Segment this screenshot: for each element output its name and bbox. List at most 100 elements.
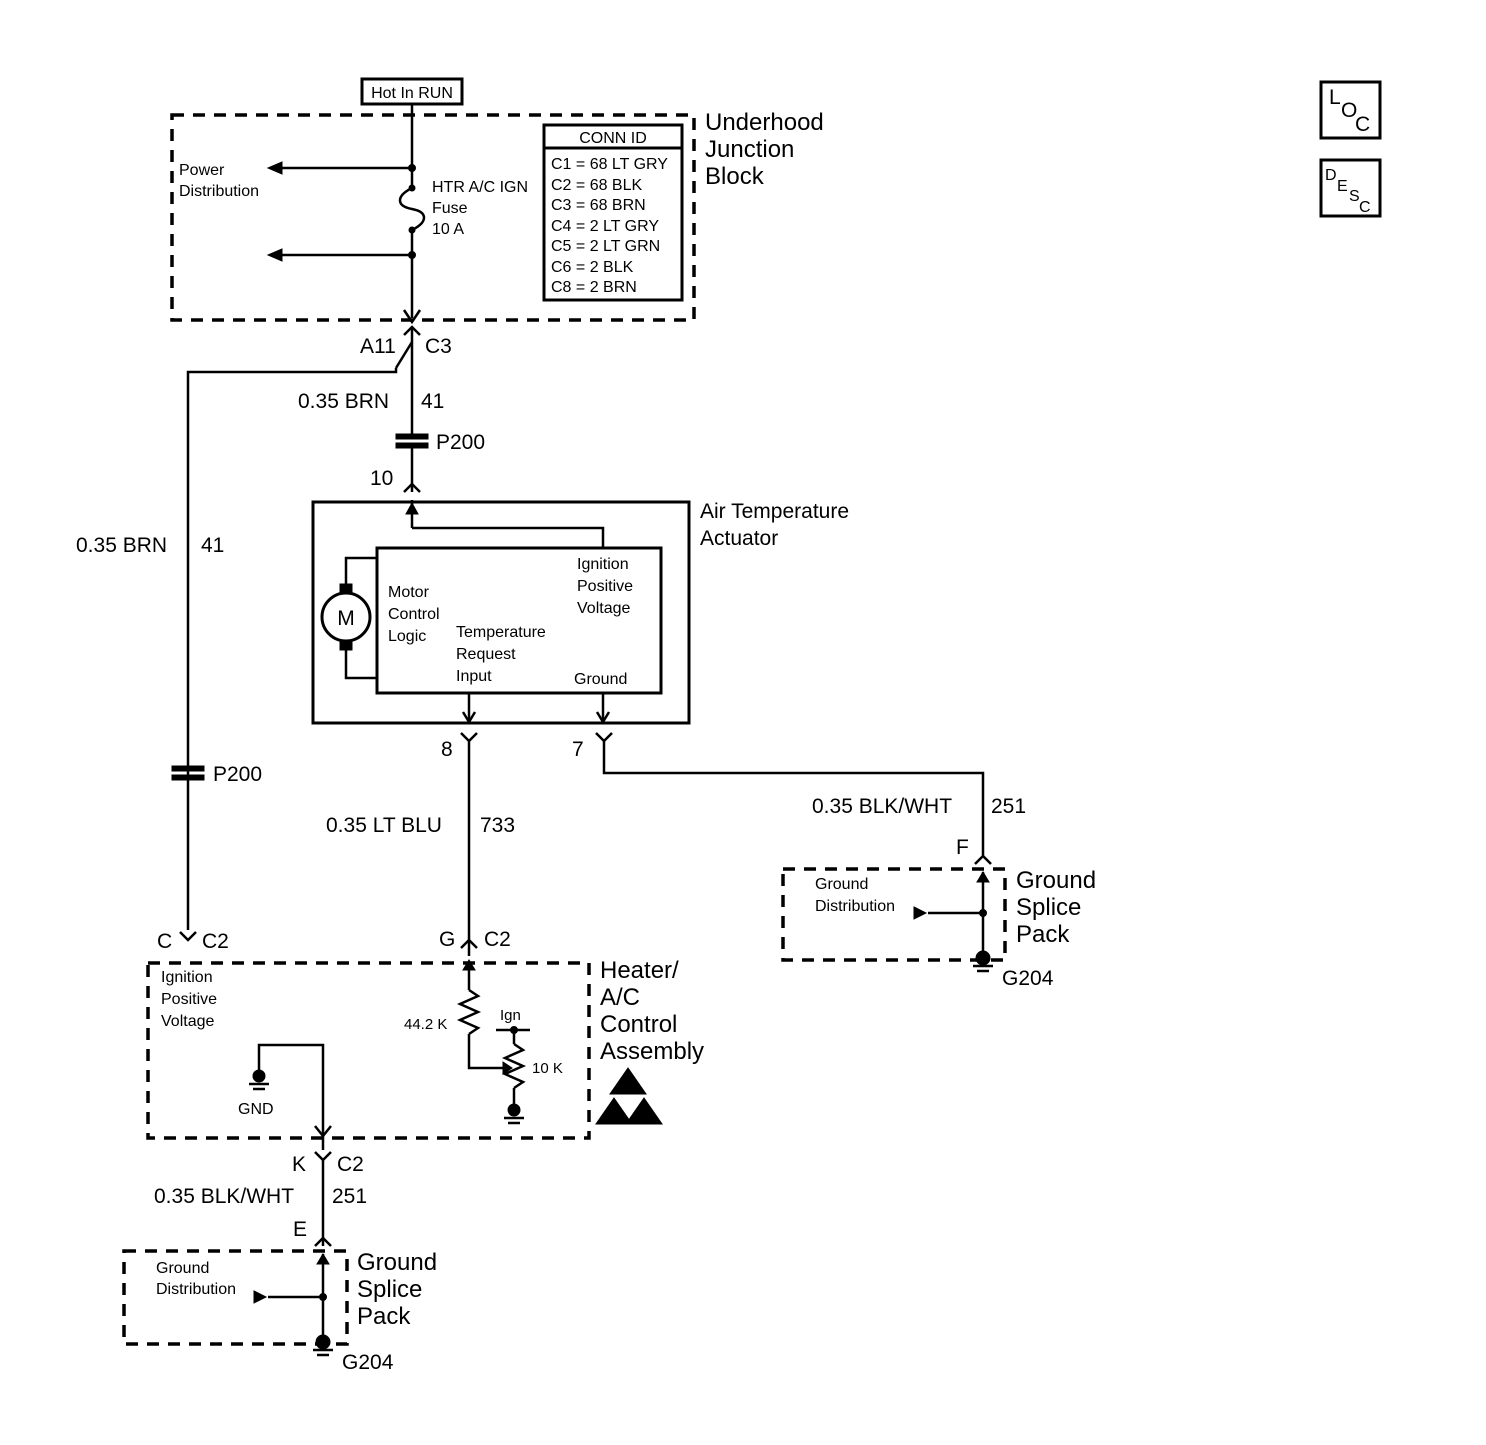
underhood-junction-block: Underhood Junction Block Power Distribut… bbox=[170, 104, 824, 322]
svg-text:C4 = 2 LT GRY: C4 = 2 LT GRY bbox=[551, 218, 659, 235]
svg-text:44.2 K: 44.2 K bbox=[404, 1016, 447, 1033]
svg-text:C5 = 2 LT GRN: C5 = 2 LT GRN bbox=[551, 238, 660, 255]
svg-text:Ign: Ign bbox=[500, 1007, 521, 1024]
svg-text:Pack: Pack bbox=[357, 1303, 411, 1330]
svg-text:251: 251 bbox=[991, 795, 1026, 818]
heater-ac-control-assembly: Heater/ A/C Control Assembly C C2 G C2 I… bbox=[146, 928, 704, 1150]
svg-text:G: G bbox=[439, 928, 455, 951]
svg-text:Distribution: Distribution bbox=[815, 898, 895, 915]
svg-text:Temperature: Temperature bbox=[456, 624, 546, 641]
svg-text:K: K bbox=[292, 1153, 306, 1176]
svg-text:Positive: Positive bbox=[161, 991, 217, 1008]
svg-text:Junction: Junction bbox=[705, 136, 794, 163]
svg-text:Voltage: Voltage bbox=[161, 1013, 214, 1030]
esd-warning-icon bbox=[595, 1067, 663, 1125]
actuator-pins-8-7: 8 0.35 LT BLU 733 7 0.35 BLK/WHT 251 bbox=[326, 732, 1026, 956]
air-temperature-actuator: Air Temperature Actuator M Motor Control… bbox=[311, 500, 849, 725]
svg-text:Ignition: Ignition bbox=[577, 556, 629, 573]
svg-text:C8 = 2 BRN: C8 = 2 BRN bbox=[551, 279, 637, 296]
svg-text:Motor: Motor bbox=[388, 584, 430, 601]
p200-connector-top: P200 10 bbox=[370, 431, 485, 493]
svg-text:HTR A/C IGN: HTR A/C IGN bbox=[432, 179, 528, 196]
svg-text:0.35 LT BLU: 0.35 LT BLU bbox=[326, 814, 442, 837]
svg-text:10 K: 10 K bbox=[532, 1060, 563, 1077]
svg-text:10: 10 bbox=[370, 467, 393, 490]
svg-text:C: C bbox=[1355, 113, 1370, 136]
ground-splice-pack-bottom: Ground Splice Pack Ground Distribution G… bbox=[122, 1249, 437, 1374]
gnd-symbol-icon: GND bbox=[238, 1043, 332, 1150]
svg-text:C2: C2 bbox=[202, 930, 229, 953]
svg-text:F: F bbox=[956, 836, 969, 859]
svg-text:M: M bbox=[337, 607, 355, 630]
svg-text:Block: Block bbox=[705, 163, 765, 190]
svg-text:A/C: A/C bbox=[600, 984, 640, 1011]
svg-text:A11: A11 bbox=[360, 335, 396, 358]
svg-text:Fuse: Fuse bbox=[432, 200, 468, 217]
svg-text:0.35 BLK/WHT: 0.35 BLK/WHT bbox=[812, 795, 952, 818]
svg-text:C6 = 2 BLK: C6 = 2 BLK bbox=[551, 259, 634, 276]
connector-k-c2: K C2 0.35 BLK/WHT 251 E bbox=[154, 1151, 367, 1247]
svg-text:C3: C3 bbox=[425, 335, 452, 358]
svg-text:Distribution: Distribution bbox=[179, 183, 259, 200]
svg-text:Splice: Splice bbox=[1016, 894, 1081, 921]
p200-connector-left: P200 0.35 BRN 41 bbox=[76, 534, 262, 786]
svg-text:L: L bbox=[1329, 86, 1341, 109]
svg-text:C2: C2 bbox=[337, 1153, 364, 1176]
svg-text:733: 733 bbox=[480, 814, 515, 837]
svg-text:D: D bbox=[1325, 167, 1337, 184]
desc-icon[interactable]: D E S C bbox=[1319, 158, 1382, 218]
svg-text:Control: Control bbox=[388, 606, 440, 623]
svg-text:C1 = 68 LT GRY: C1 = 68 LT GRY bbox=[551, 156, 668, 173]
svg-text:41: 41 bbox=[201, 534, 224, 557]
svg-text:Distribution: Distribution bbox=[156, 1281, 236, 1298]
svg-text:Ignition: Ignition bbox=[161, 969, 213, 986]
svg-text:P200: P200 bbox=[436, 431, 485, 454]
svg-text:Control: Control bbox=[600, 1011, 677, 1038]
svg-text:Voltage: Voltage bbox=[577, 600, 630, 617]
motor-icon: M bbox=[320, 556, 377, 680]
svg-text:Ground: Ground bbox=[156, 1260, 209, 1277]
svg-text:Power: Power bbox=[179, 162, 225, 179]
ground-icon bbox=[975, 950, 991, 966]
svg-text:P200: P200 bbox=[213, 763, 262, 786]
svg-text:GND: GND bbox=[238, 1101, 274, 1118]
svg-text:Request: Request bbox=[456, 646, 516, 663]
svg-text:Ground: Ground bbox=[574, 671, 627, 688]
hot-in-run-label: Hot In RUN bbox=[360, 77, 464, 106]
svg-text:Splice: Splice bbox=[357, 1276, 422, 1303]
connector-a11-c3: A11 C3 0.35 BRN 41 bbox=[186, 309, 452, 930]
svg-text:Heater/: Heater/ bbox=[600, 957, 679, 984]
loc-icon[interactable]: L O C bbox=[1319, 80, 1382, 140]
svg-text:G204: G204 bbox=[342, 1351, 394, 1374]
svg-text:C: C bbox=[1359, 199, 1371, 216]
svg-text:S: S bbox=[1349, 188, 1360, 205]
svg-text:Ground: Ground bbox=[357, 1249, 437, 1276]
svg-text:Logic: Logic bbox=[388, 628, 426, 645]
svg-text:8: 8 bbox=[441, 738, 453, 761]
ground-splice-pack-right: F Ground Splice Pack Ground Distribution… bbox=[781, 836, 1096, 990]
svg-text:E: E bbox=[1337, 178, 1348, 195]
svg-text:CONN ID: CONN ID bbox=[579, 130, 647, 147]
svg-text:0.35 BRN: 0.35 BRN bbox=[76, 534, 167, 557]
conn-id-table: CONN ID C1 = 68 LT GRY C2 = 68 BLK C3 = … bbox=[542, 123, 684, 302]
svg-text:Actuator: Actuator bbox=[700, 527, 778, 550]
svg-text:Pack: Pack bbox=[1016, 921, 1070, 948]
svg-text:Positive: Positive bbox=[577, 578, 633, 595]
svg-text:Hot In RUN: Hot In RUN bbox=[371, 85, 453, 102]
svg-text:0.35 BLK/WHT: 0.35 BLK/WHT bbox=[154, 1185, 294, 1208]
svg-text:Input: Input bbox=[456, 668, 492, 685]
svg-text:41: 41 bbox=[421, 390, 444, 413]
svg-text:C3 = 68 BRN: C3 = 68 BRN bbox=[551, 197, 646, 214]
svg-text:C2 = 68 BLK: C2 = 68 BLK bbox=[551, 177, 643, 194]
svg-text:Assembly: Assembly bbox=[600, 1038, 704, 1065]
potentiometer-10k-icon: Ign 10 K bbox=[496, 1007, 563, 1125]
svg-text:0.35 BRN: 0.35 BRN bbox=[298, 390, 389, 413]
svg-text:C2: C2 bbox=[484, 928, 511, 951]
svg-text:Ground: Ground bbox=[815, 876, 868, 893]
ground-icon bbox=[315, 1334, 331, 1350]
svg-text:251: 251 bbox=[332, 1185, 367, 1208]
fuse-icon bbox=[398, 186, 426, 232]
resistor-44k-icon: 44.2 K bbox=[404, 959, 513, 1075]
